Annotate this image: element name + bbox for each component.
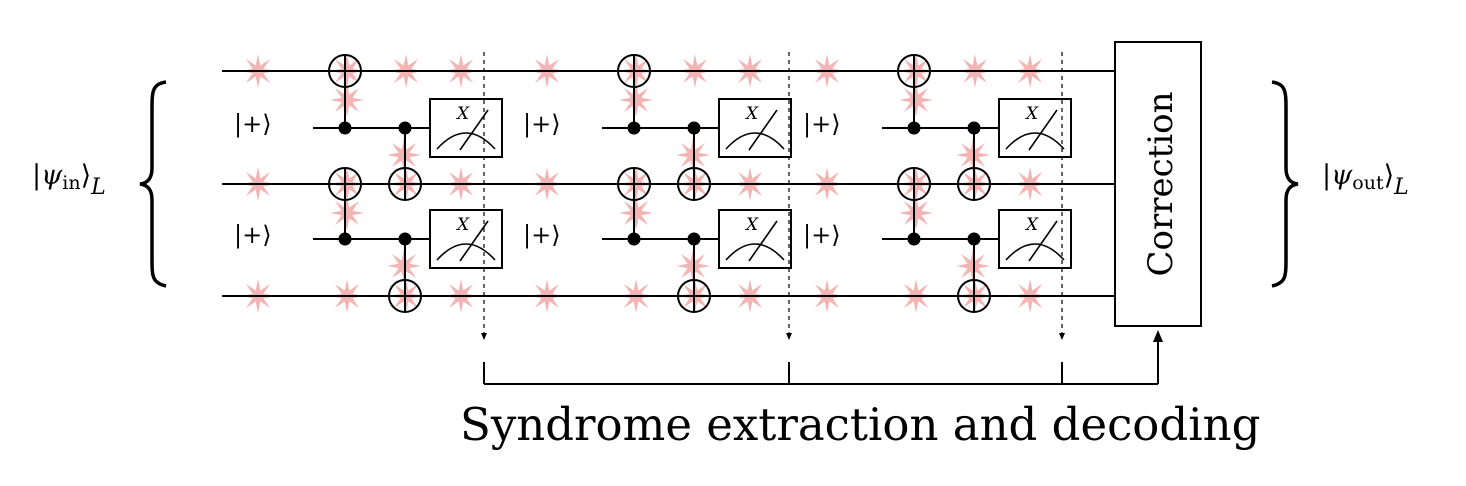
noise-star (899, 83, 933, 117)
measurement-box (718, 98, 792, 158)
syndrome-arrow-head (1153, 330, 1163, 342)
meter-needle (1028, 109, 1058, 151)
meter-arc (436, 243, 496, 261)
measure-basis-label: X (744, 104, 759, 124)
cnot-control-dot (907, 121, 921, 135)
measurement-box (429, 209, 503, 269)
meter-arc (436, 132, 496, 150)
gates-layer: X X X X X X (328, 52, 1072, 340)
measurement-box (998, 98, 1072, 158)
noise-star (619, 83, 653, 117)
cnot-control-dot (967, 121, 981, 135)
cnot-control-dot (338, 121, 352, 135)
meter-arc (1005, 132, 1065, 150)
input-logical-state: |ψin⟩L (32, 160, 106, 200)
correction-box (1114, 41, 1202, 327)
input-close: ⟩ (80, 160, 92, 191)
meter-needle (459, 220, 489, 262)
syndrome-dashed-arrow (481, 333, 487, 340)
noise-star (619, 196, 653, 230)
correction-label: Correction (1141, 91, 1181, 276)
ancilla-plus-state: |+⟩ (803, 110, 841, 138)
left-brace (139, 80, 167, 288)
input-psi: ψ (41, 160, 63, 191)
measure-basis-label: X (1024, 215, 1039, 235)
measure-basis-label: X (744, 215, 759, 235)
input-bra: | (32, 160, 42, 191)
meter-arc (1005, 243, 1065, 261)
measure-basis-label: X (455, 215, 470, 235)
measurement-box (429, 98, 503, 158)
output-logical-subscript: L (1394, 175, 1409, 200)
meter-needle (1028, 220, 1058, 262)
input-sub: in (62, 172, 81, 194)
cnot-control-dot (967, 232, 981, 246)
output-sub: out (1352, 172, 1384, 194)
output-bra: | (1322, 160, 1332, 191)
cnot-control-dot (398, 232, 412, 246)
diagram-caption: Syndrome extraction and decoding (460, 398, 1261, 451)
output-logical-state: |ψout⟩L (1322, 160, 1409, 200)
cnot-control-dot (687, 232, 701, 246)
meter-needle (748, 109, 778, 151)
noise-star (330, 83, 364, 117)
meter-arc (725, 132, 785, 150)
noise-star (899, 196, 933, 230)
cnot-control-dot (687, 121, 701, 135)
ancilla-plus-state: |+⟩ (234, 110, 272, 138)
meter-needle (459, 109, 489, 151)
noise-star (330, 196, 364, 230)
ancilla-plus-state: |+⟩ (234, 221, 272, 249)
cnot-control-dot (907, 232, 921, 246)
measurement-box (998, 209, 1072, 269)
ancilla-plus-state: |+⟩ (523, 110, 561, 138)
meter-needle (748, 220, 778, 262)
meter-arc (725, 243, 785, 261)
cnot-control-dot (338, 232, 352, 246)
ancilla-plus-state: |+⟩ (523, 221, 561, 249)
cnot-control-dot (627, 121, 641, 135)
syndrome-dashed-arrow (786, 333, 792, 340)
output-close: ⟩ (1383, 160, 1395, 191)
measure-basis-label: X (455, 104, 470, 124)
cnot-control-dot (627, 232, 641, 246)
measurement-box (718, 209, 792, 269)
input-logical-subscript: L (91, 175, 106, 200)
syndrome-dashed-arrow (1059, 333, 1065, 340)
cnot-control-dot (398, 121, 412, 135)
output-psi: ψ (1331, 160, 1353, 191)
ancilla-plus-state: |+⟩ (803, 221, 841, 249)
right-brace (1271, 80, 1299, 288)
syndrome-bracket (483, 340, 1159, 385)
measure-basis-label: X (1024, 104, 1039, 124)
